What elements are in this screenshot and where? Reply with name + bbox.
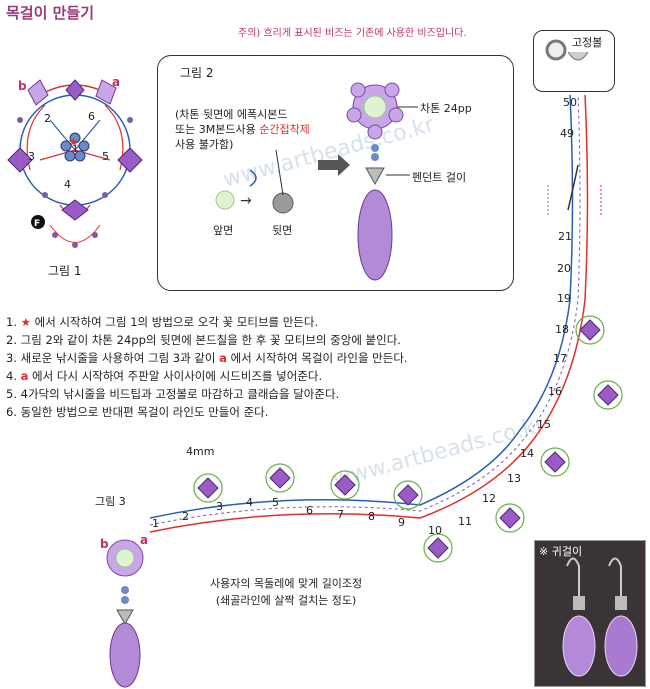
figure1-diagram: F b a 1 2 3 4 5 6 ★ [7,75,143,248]
step-text: 4가닥의 낚시줄을 비드팁과 고정볼로 마감하고 클래습을 달아준다. [20,387,340,401]
step-letter: a [20,369,29,383]
figure2-panel: 그림 2 [157,55,514,291]
note-line: 또는 3M본드사용 [175,123,260,136]
fig3-num: 7 [337,508,344,521]
fig3-letter-b: b [100,537,109,551]
fig3-num: 14 [520,447,534,460]
step-text: 에서 다시 시작하여 주판알 사이사이에 시드비즈를 넣어준다. [28,369,323,383]
fig3-num: 5 [272,496,279,509]
step-number: 3. [6,351,17,365]
step-number: 1. [6,315,17,329]
fig3-num: 13 [507,472,521,485]
figure2-note: (차톤 뒷면에 에폭시본드 또는 3M본드사용 순간접착제 사용 불가함) [175,107,353,152]
fig3-num: 8 [368,510,375,523]
fig3-num: 10 [428,524,442,537]
step-item: 3. 새로운 낚시줄을 사용하여 그림 3과 같이 a 에서 시작하여 목걸이 … [6,349,408,367]
fig1-num: 6 [88,110,95,123]
fig1-num: 2 [44,112,51,125]
svg-text:→: → [240,193,252,209]
fig3-num: 2 [182,510,189,523]
step-item: 2. 그림 2와 같이 차톤 24pp의 뒷면에 본드칠을 한 후 꽃 모티브의… [6,331,408,349]
step-text: 에서 시작하여 목걸이 라인을 만든다. [226,351,408,365]
fig3-num: 9 [398,516,405,529]
step-text: 새로운 낚시줄을 사용하여 그림 3과 같이 [20,351,220,365]
figure3-label: 그림 3 [95,495,126,508]
step-item: 1. ★ 에서 시작하여 그림 1의 방법으로 오각 꽃 모티브를 만든다. [6,313,408,331]
figure3-diagram [106,94,623,688]
top-note: 주의) 흐리게 표시된 비즈는 기존에 사용한 비즈입니다. [238,28,467,39]
fastener-box [533,30,615,92]
figure2-diagram: → [215,82,418,281]
fig3-num: 11 [458,515,472,528]
fig3-num: 6 [306,504,313,517]
figure2-title: 그림 2 [180,66,214,80]
size-label: 4mm [186,445,214,458]
note-line: (차톤 뒷면에 에폭시본드 [175,108,288,121]
fig3-num: 15 [537,418,551,431]
fig3-num: 17 [553,352,567,365]
earring-caption: ※ 귀걸이 [539,545,583,558]
fig3-num: 50 [563,96,577,109]
fig3-num: 21 [558,230,572,243]
back-label: 뒷면 [272,224,293,237]
fig3-num: 12 [482,492,496,505]
note-line: (쇄골라인에 살짝 걸치는 정도) [215,594,357,607]
earring-illustration [562,557,638,677]
fastener-label: 고정볼 [572,36,603,49]
fig3-num: 3 [216,500,223,513]
step-text: 에서 시작하여 그림 1의 방법으로 오각 꽃 모티브를 만든다. [30,315,319,329]
fig1-num: 3 [28,150,35,163]
step-item: 6. 동일한 방법으로 반대편 목걸이 라인도 만들어 준다. [6,403,408,421]
finish-mark: F [34,219,40,229]
step-number: 5. [6,387,17,401]
fig1-num: 5 [102,150,109,163]
figure1-label: 그림 1 [48,264,82,278]
note-line: 사용 불가함) [175,138,234,151]
figure3-note: 사용자의 목둘레에 맞게 길이조정 (쇄골라인에 살짝 걸치는 정도) [210,575,362,609]
steps-list: 1. ★ 에서 시작하여 그림 1의 방법으로 오각 꽃 모티브를 만든다. 2… [6,313,408,421]
fig3-num: 49 [560,127,574,140]
chaton-label: 차톤 24pp [420,102,472,115]
note-line: 사용자의 목둘레에 맞게 길이조정 [210,577,363,590]
fig3-num: 19 [557,292,571,305]
step-number: 6. [6,405,17,419]
fig3-num: 1 [152,517,159,530]
step-number: 2. [6,333,17,347]
pendant-label: 펜던트 걸이 [412,171,467,184]
step-number: 4. [6,369,17,383]
step-item: 4. a 에서 다시 시작하여 주판알 사이사이에 시드비즈를 넣어준다. [6,367,408,385]
note-warning: 순간접착제 [259,123,310,136]
front-label: 앞면 [213,224,234,237]
fig3-num: 18 [555,323,569,336]
start-star-icon: ★ [68,135,79,149]
step-item: 5. 4가닥의 낚시줄을 비드팁과 고정볼로 마감하고 클래습을 달아준다. [6,385,408,403]
fig3-num: 4 [246,496,253,509]
step-text: 그림 2와 같이 차톤 24pp의 뒷면에 본드칠을 한 후 꽃 모티브의 중앙… [20,333,401,347]
fig3-letter-a: a [140,533,148,547]
fig3-num: 20 [557,262,571,275]
star-icon: ★ [20,315,31,329]
fastener-diagram [545,39,589,61]
fig1-letter-a: a [112,75,120,89]
earring-photo: ※ 귀걸이 [534,540,646,687]
step-text: 동일한 방법으로 반대편 목걸이 라인도 만들어 준다. [20,405,269,419]
fig1-letter-b: b [18,79,27,93]
fig1-num: 4 [64,178,71,191]
page-title: 목걸이 만들기 [6,4,95,22]
step-letter: a [219,351,227,365]
fig3-num: 16 [548,385,562,398]
fig1-num: 1 [72,144,78,155]
